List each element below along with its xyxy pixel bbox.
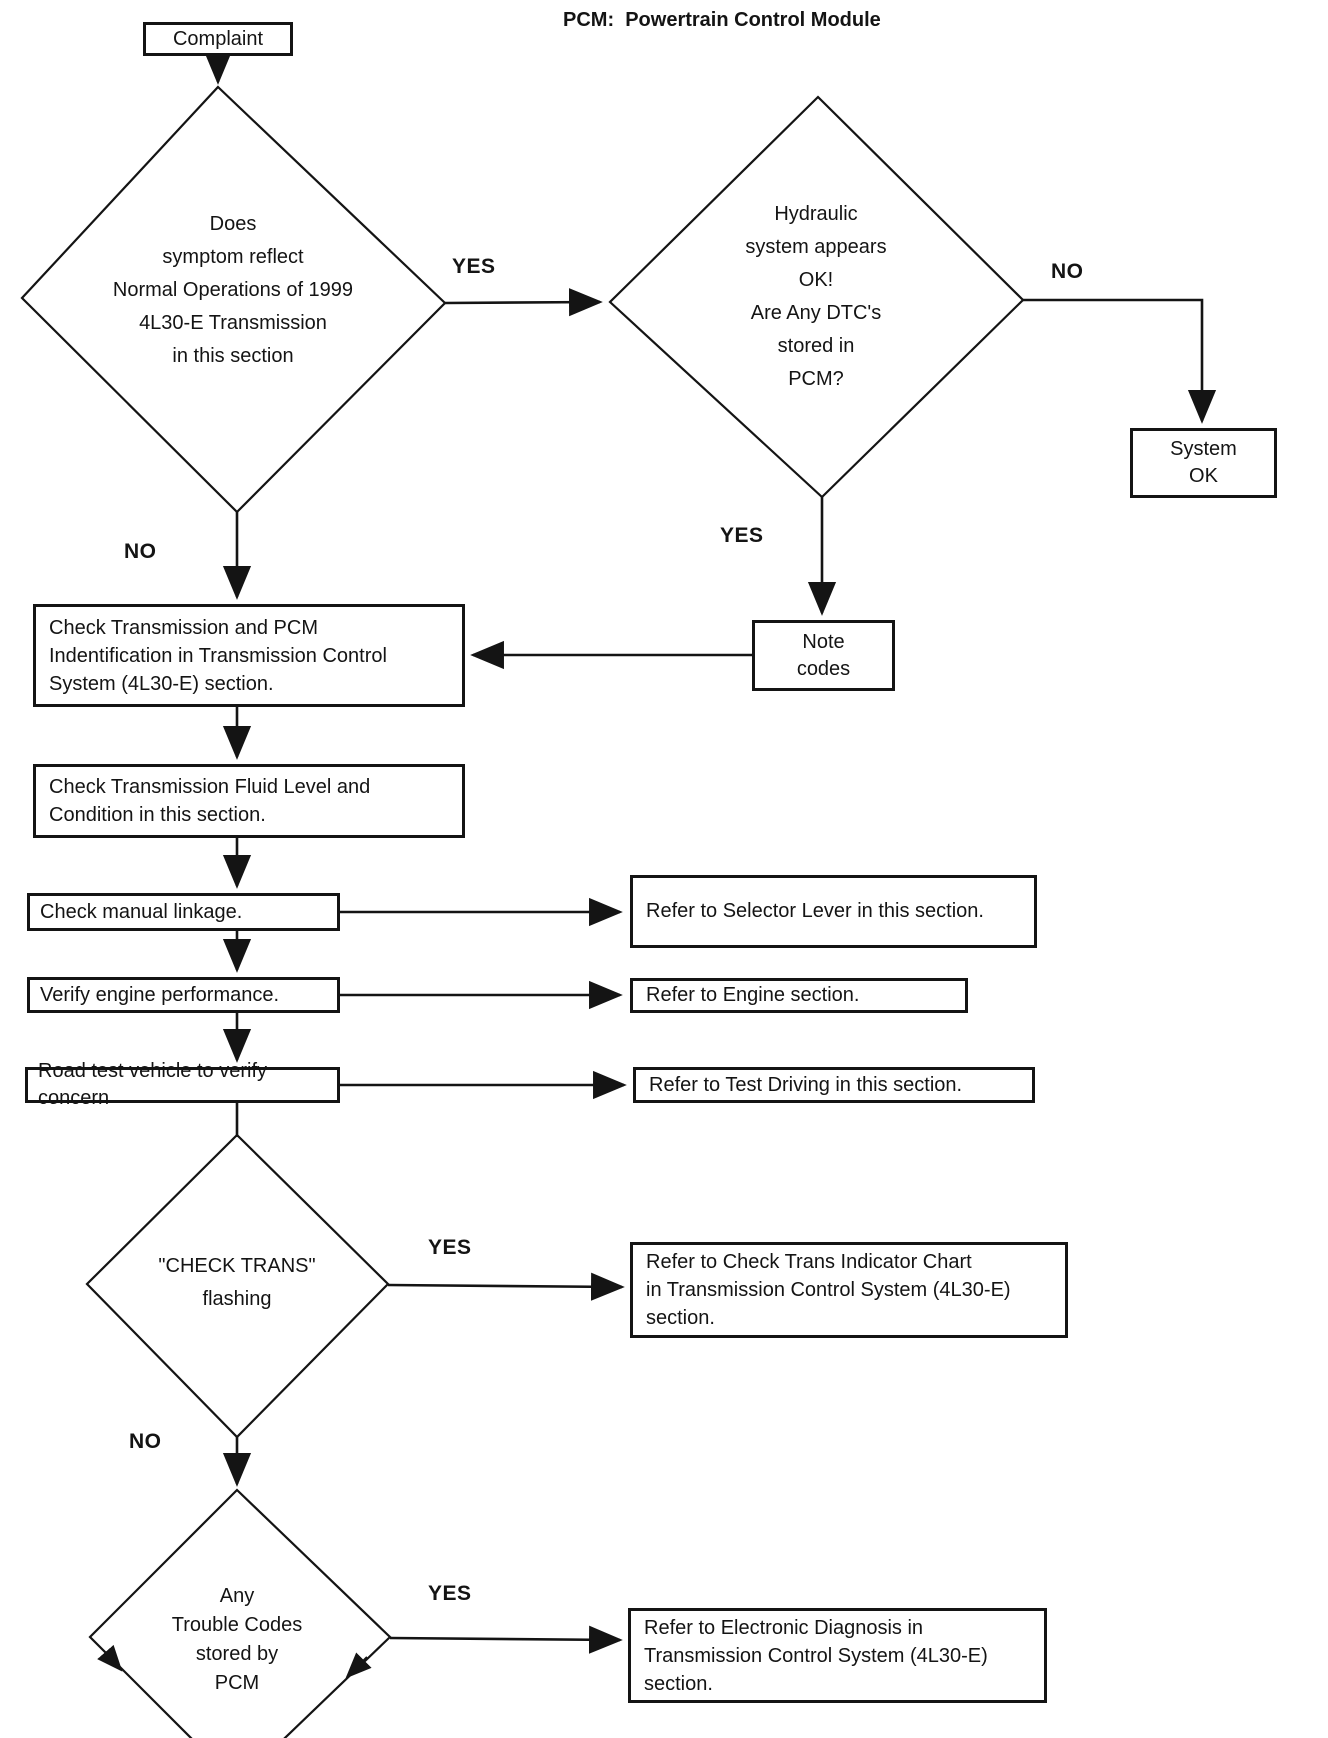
decision-trouble-codes-diamond: [88, 1488, 392, 1738]
label-yes-check-trans: YES: [428, 1236, 472, 1259]
label-yes-hydraulic: YES: [720, 524, 764, 547]
connector-check-trans-yes-to-chart-refer: [387, 1272, 625, 1301]
connector-trouble-codes-yes-to-diag-refer: [389, 1625, 623, 1654]
connector-hydraulic-no-to-system-ok: [1023, 298, 1217, 424]
note-codes-box: Note codes: [752, 620, 895, 691]
refer-check-trans-chart-box: Refer to Check Trans Indicator Chart in …: [630, 1242, 1068, 1338]
label-no-symptom: NO: [124, 540, 157, 563]
complaint-box: Complaint: [143, 22, 293, 56]
connector-symptom-yes-to-hydraulic: [444, 288, 603, 317]
check-trans-pcm-id-box: Check Transmission and PCM Indentificati…: [33, 604, 465, 707]
check-manual-linkage-box: Check manual linkage.: [27, 893, 340, 931]
decision-check-trans-text: "CHECK TRANS" flashing: [158, 1255, 316, 1310]
decision-hydraulic-text: Hydraulic system appears OK! Are Any DTC…: [745, 203, 887, 390]
refer-electronic-diag-box: Refer to Electronic Diagnosis in Transmi…: [628, 1608, 1047, 1703]
scan-artifact-tick: [345, 1652, 372, 1679]
system-ok-box: System OK: [1130, 428, 1277, 498]
label-yes-symptom: YES: [452, 255, 496, 278]
label-no-hydraulic: NO: [1051, 260, 1084, 283]
refer-test-driving-box: Refer to Test Driving in this section.: [633, 1067, 1035, 1103]
scan-artifact-tick: [97, 1644, 123, 1672]
refer-selector-lever-box: Refer to Selector Lever in this section.: [630, 875, 1037, 948]
check-fluid-box: Check Transmission Fluid Level and Condi…: [33, 764, 465, 838]
road-test-box: Road test vehicle to verify concern: [25, 1060, 340, 1109]
decision-trouble-codes-text: Any Trouble Codes stored by PCM: [171, 1585, 303, 1694]
refer-engine-box: Refer to Engine section.: [630, 978, 968, 1013]
label-yes-trouble-codes: YES: [428, 1582, 472, 1605]
label-no-check-trans: NO: [129, 1430, 162, 1453]
decision-symptom-text: Does symptom reflect Normal Operations o…: [112, 213, 354, 367]
verify-engine-box: Verify engine performance.: [27, 977, 340, 1013]
legend-title: PCM: Powertrain Control Module: [563, 9, 881, 31]
